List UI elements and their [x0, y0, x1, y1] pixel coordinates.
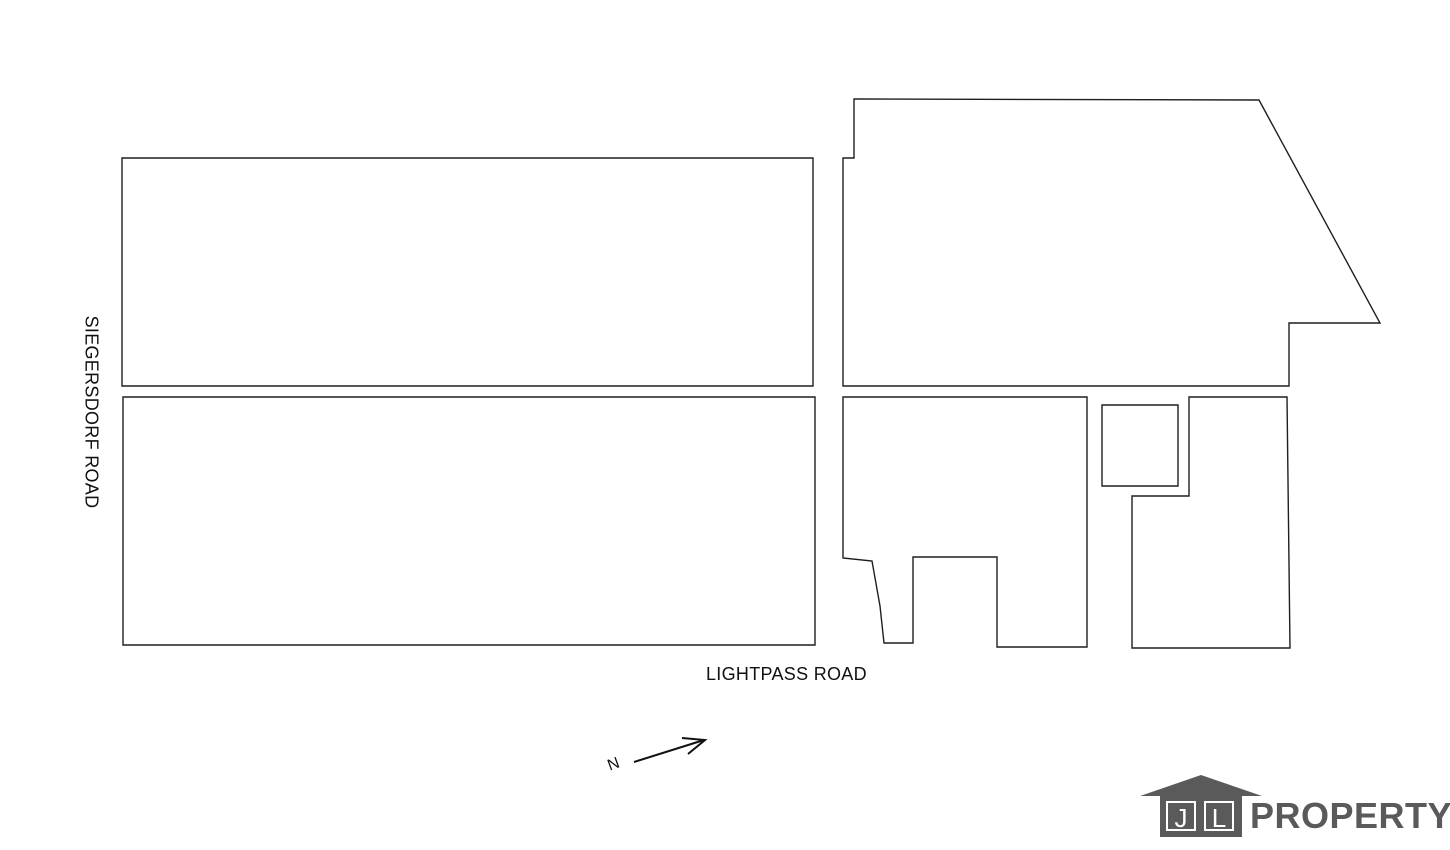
- logo-letter-block: J L: [1160, 795, 1242, 837]
- lot-outline-top-left: [121, 157, 814, 387]
- road-label-lightpass: LIGHTPASS ROAD: [706, 664, 867, 684]
- lot-outline-bottom-right: [1131, 396, 1291, 649]
- road-label-siegersdorf: SIEGERSDORF ROAD: [81, 315, 102, 509]
- logo-letter-j: J: [1166, 801, 1196, 833]
- lot-outline-bottom-middle: [842, 396, 1088, 648]
- house-roof-icon: [1140, 775, 1262, 796]
- lot-outline-small-square: [1101, 404, 1179, 487]
- north-arrow-icon: [633, 737, 708, 763]
- lot-outline-top-right: [842, 98, 1382, 387]
- lot-outline-bottom-left: [122, 396, 816, 646]
- logo-letter-l: L: [1204, 801, 1234, 833]
- jl-property-logo: J L PROPERTY: [1140, 774, 1450, 840]
- logo-wordmark: PROPERTY: [1250, 795, 1450, 836]
